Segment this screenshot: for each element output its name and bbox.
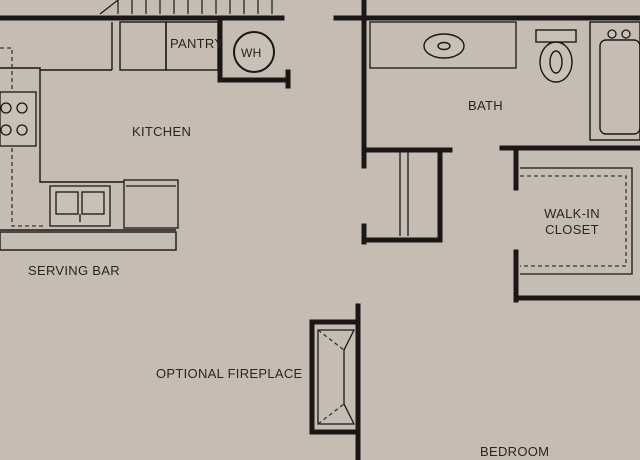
- dishwasher: [123, 179, 179, 229]
- kitchen-counters: [0, 22, 177, 251]
- kitchen-sink: [49, 185, 111, 227]
- bath-lavatory: [423, 33, 465, 59]
- water-heater-symbol: [233, 31, 275, 73]
- bedroom-label: BEDROOM: [480, 444, 550, 459]
- closet-shelving: [520, 167, 633, 275]
- closet-rod-dashes: [520, 175, 627, 267]
- pantry-label: PANTRY: [170, 36, 224, 51]
- pantry: [119, 21, 219, 71]
- bath-vanity: [369, 21, 517, 69]
- walk-in-closet-label-line2: CLOSET: [545, 222, 599, 237]
- fireplace-dashes: [317, 329, 345, 425]
- serving-bar-label: SERVING BAR: [28, 263, 120, 278]
- linen-closet-shelves: [399, 152, 409, 236]
- tub-faucet: [607, 29, 631, 39]
- range-stove: [0, 91, 37, 147]
- optional-fireplace-label: OPTIONAL FIREPLACE: [156, 366, 303, 381]
- kitchen-label: KITCHEN: [132, 124, 192, 139]
- toilet: [535, 29, 577, 83]
- walk-in-closet-label-line1: WALK-IN: [544, 206, 600, 221]
- bath-label: BATH: [468, 98, 503, 113]
- walk-in-closet-label: WALK-IN CLOSET: [536, 206, 608, 238]
- water-heater-label: WH: [241, 46, 262, 60]
- stairs: [99, 0, 273, 15]
- bathtub: [589, 21, 640, 141]
